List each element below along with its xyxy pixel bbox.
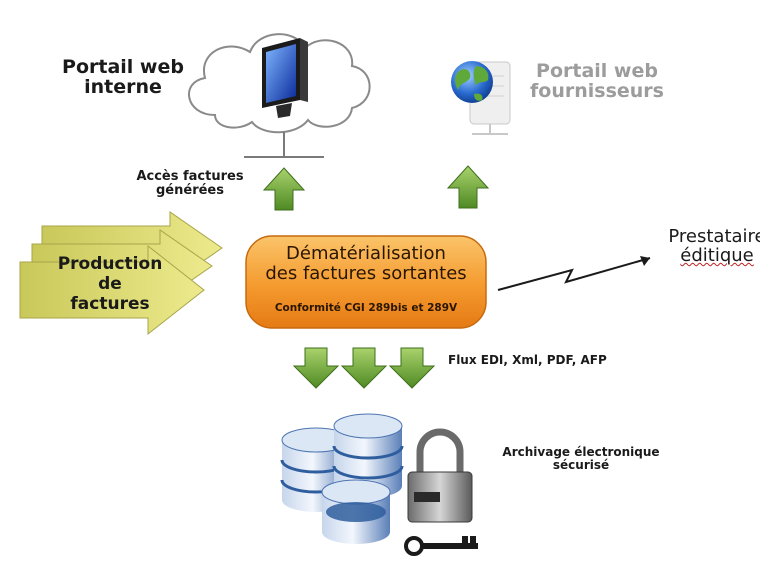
- archiving-label: Archivage électronique sécurisé: [486, 446, 676, 471]
- internal-portal-label: Portail web interne: [48, 56, 198, 98]
- internal-portal-line1: Portail web: [62, 56, 184, 78]
- down-arrow-icon: [293, 347, 339, 389]
- supplier-portal-label: Portail web fournisseurs: [522, 60, 672, 102]
- production-arrows-icon: [19, 211, 223, 336]
- supplier-portal-line1: Portail web: [536, 60, 658, 82]
- flows-label: Flux EDI, Xml, PDF, AFP: [448, 353, 607, 367]
- down-arrow-icon: [389, 347, 435, 389]
- database-icon: [321, 479, 391, 544]
- key-icon: [404, 536, 478, 556]
- up-arrow-icon: [263, 167, 305, 211]
- center-line1: Dématérialisation: [286, 243, 446, 264]
- compliance-subtitle: Conformité CGI 289bis et 289V: [274, 302, 458, 314]
- internal-portal-line2: interne: [84, 75, 162, 98]
- production-label: Production de factures: [30, 254, 190, 314]
- network-base-line: [244, 132, 324, 158]
- archive-line2: sécurisé: [552, 457, 610, 472]
- supplier-portal-line2: fournisseurs: [530, 79, 664, 102]
- production-line1: Production: [57, 254, 163, 274]
- dematerialisation-title: Dématérialisation des factures sortantes: [246, 244, 486, 284]
- network-link-line: [497, 256, 651, 291]
- globe-icon: [451, 61, 493, 103]
- production-line3: factures: [70, 294, 150, 315]
- access-invoices-label: Accès factures générées: [120, 170, 260, 197]
- provider-line2: éditique: [680, 244, 754, 266]
- center-line2: des factures sortantes: [265, 262, 467, 284]
- up-arrow-icon: [447, 165, 489, 209]
- provider-line1: Prestataire: [668, 226, 760, 247]
- print-provider-label: Prestataire éditique: [652, 226, 760, 266]
- archive-line1: Archivage électronique: [502, 445, 660, 459]
- monitor-icon: [262, 38, 308, 118]
- dematerialisation-box: [245, 235, 487, 329]
- access-line1: Accès factures: [136, 169, 244, 184]
- access-line2: générées: [156, 182, 224, 198]
- production-line2: de: [98, 274, 122, 295]
- down-arrow-icon: [341, 347, 387, 389]
- padlock-icon: [407, 428, 473, 523]
